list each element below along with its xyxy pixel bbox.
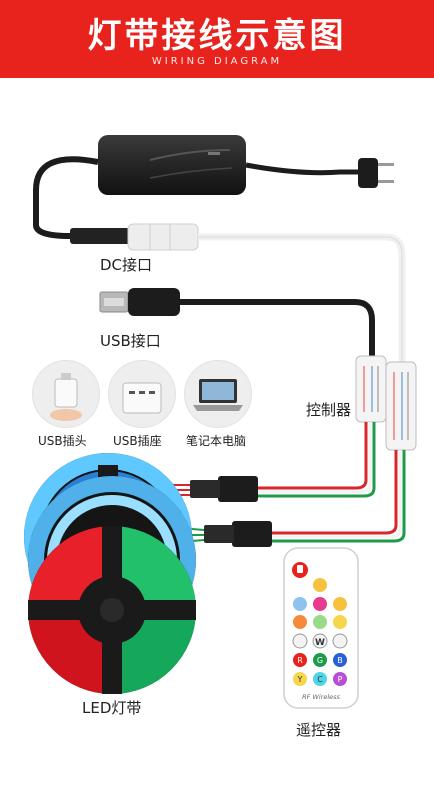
controller-2	[385, 361, 417, 451]
sm-connector-2	[179, 521, 272, 547]
led-strip-label: LED灯带	[82, 699, 142, 717]
remote-key-r: R	[297, 656, 303, 665]
power-strip-icon	[122, 382, 162, 414]
remote-key-g: G	[317, 656, 323, 665]
white-power-cable	[198, 233, 406, 362]
ac-cable	[245, 162, 360, 176]
remote-label: 遥控器	[296, 721, 342, 739]
page-title: 灯带接线示意图	[87, 16, 347, 56]
usb-plug-icon	[50, 373, 82, 421]
ac-plug	[358, 158, 394, 188]
remote-key-b: B	[337, 656, 343, 665]
header-banner: 灯带接线示意图 WIRING DIAGRAM	[0, 0, 434, 78]
dc-cable	[33, 156, 110, 239]
led-reel-bottom	[28, 526, 196, 694]
remote-control	[283, 547, 359, 709]
controller-label: 控制器	[306, 401, 352, 419]
usb-port-label: USB接口	[100, 332, 161, 350]
laptop-thumbnail	[184, 360, 252, 428]
controller-1	[355, 355, 387, 423]
laptop-icon	[193, 379, 243, 411]
page-subtitle: WIRING DIAGRAM	[151, 56, 283, 67]
usb-socket-label: USB插座	[113, 434, 162, 448]
usb-cable	[180, 299, 375, 356]
wire-bundle-1	[258, 422, 376, 498]
laptop-label: 笔记本电脑	[186, 434, 247, 448]
usb-socket-thumbnail	[108, 360, 176, 428]
dc-connector	[70, 223, 199, 251]
remote-w-key-label: W	[315, 638, 325, 648]
wire-bundle-2	[272, 450, 406, 543]
usb-connector	[99, 288, 180, 316]
dc-port-label: DC接口	[100, 256, 153, 274]
power-adapter	[98, 135, 246, 195]
remote-brand-text: RF Wireless	[302, 693, 340, 701]
remote-key-c: C	[317, 675, 323, 684]
usb-plug-label: USB插头	[38, 434, 87, 448]
remote-key-y: Y	[297, 675, 303, 684]
sm-connector-1	[170, 476, 258, 502]
usb-plug-thumbnail	[32, 360, 100, 428]
remote-key-p: P	[338, 675, 343, 684]
